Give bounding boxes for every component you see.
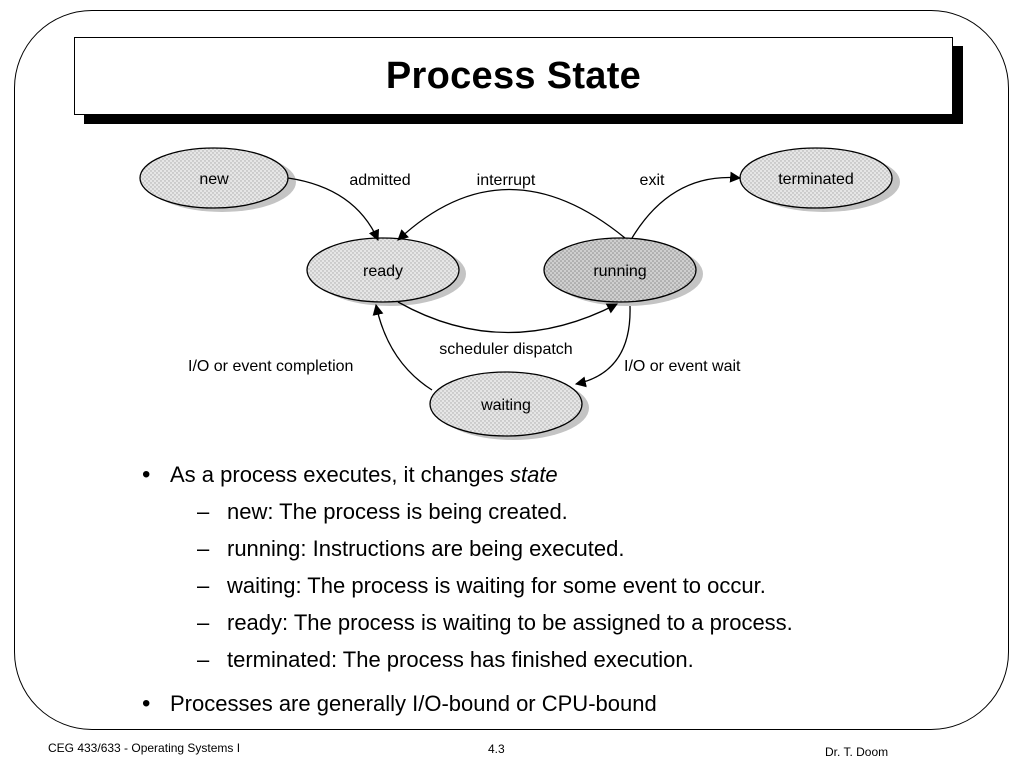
label-interrupt: interrupt — [477, 172, 536, 189]
footer-author: Dr. T. Doom — [825, 745, 889, 759]
state-label-ready: ready — [363, 263, 403, 280]
sub-bullet-text: new: The process is being created. — [227, 499, 568, 524]
sub-bullet-text: terminated: The process has finished exe… — [227, 647, 694, 672]
sub-bullet-text: waiting: The process is waiting for some… — [227, 573, 766, 598]
sub-bullet-item: –ready: The process is waiting to be ass… — [142, 604, 793, 641]
bullet-text: Processes are generally I/O-bound or CPU… — [170, 691, 657, 716]
footer-page-number: 4.3 — [488, 742, 505, 756]
bullet-item: • Processes are generally I/O-bound or C… — [142, 685, 793, 722]
state-waiting: waiting — [429, 371, 589, 440]
state-label-terminated: terminated — [778, 171, 854, 188]
dash-icon: – — [197, 647, 210, 672]
arrow-scheduler-dispatch — [397, 301, 618, 334]
title-box: Process State — [74, 37, 953, 115]
dash-icon: – — [197, 536, 210, 561]
slide-frame — [14, 10, 1009, 730]
arrow-admitted — [287, 177, 380, 242]
bullet-text: As a process executes, it changes state — [170, 456, 558, 493]
arrow-io-event-completion — [372, 303, 433, 391]
sub-bullet-text: ready: The process is waiting to be assi… — [227, 610, 793, 635]
state-ready: ready — [306, 237, 466, 306]
sub-bullet-item: –new: The process is being created. — [142, 493, 793, 530]
label-io-event-completion: I/O or event completion — [188, 358, 353, 375]
arrow-exit — [631, 171, 742, 239]
label-scheduler-dispatch: scheduler dispatch — [439, 341, 572, 358]
sub-bullet-item: –terminated: The process has finished ex… — [142, 641, 793, 678]
dash-icon: – — [197, 573, 210, 598]
label-io-event-wait: I/O or event wait — [624, 358, 741, 375]
sub-bullet-text: running: Instructions are being executed… — [227, 536, 625, 561]
sub-bullet-item: –waiting: The process is waiting for som… — [142, 567, 793, 604]
bullet-dot-icon: • — [142, 690, 151, 717]
bullet-text-main: As a process executes, it changes — [170, 462, 510, 487]
state-label-running: running — [593, 263, 646, 280]
bullet-item: • As a process executes, it changes stat… — [142, 456, 793, 493]
state-label-new: new — [199, 171, 229, 188]
bullet-emphasis: state — [509, 462, 558, 487]
slide-title: Process State — [385, 54, 642, 97]
arrow-io-event-wait — [574, 305, 631, 388]
bullet-list: • As a process executes, it changes stat… — [142, 456, 793, 722]
label-admitted: admitted — [349, 172, 410, 189]
label-exit: exit — [640, 172, 665, 189]
state-new: new — [139, 147, 296, 212]
state-label-waiting: waiting — [480, 397, 531, 414]
footer-course: CEG 433/633 - Operating Systems I — [48, 741, 241, 755]
arrow-interrupt — [397, 188, 626, 241]
dash-icon: – — [197, 499, 210, 524]
bullet-dot-icon: • — [142, 461, 151, 488]
dash-icon: – — [197, 610, 210, 635]
state-terminated: terminated — [739, 147, 900, 212]
state-running: running — [543, 237, 703, 306]
sub-bullet-item: –running: Instructions are being execute… — [142, 530, 793, 567]
